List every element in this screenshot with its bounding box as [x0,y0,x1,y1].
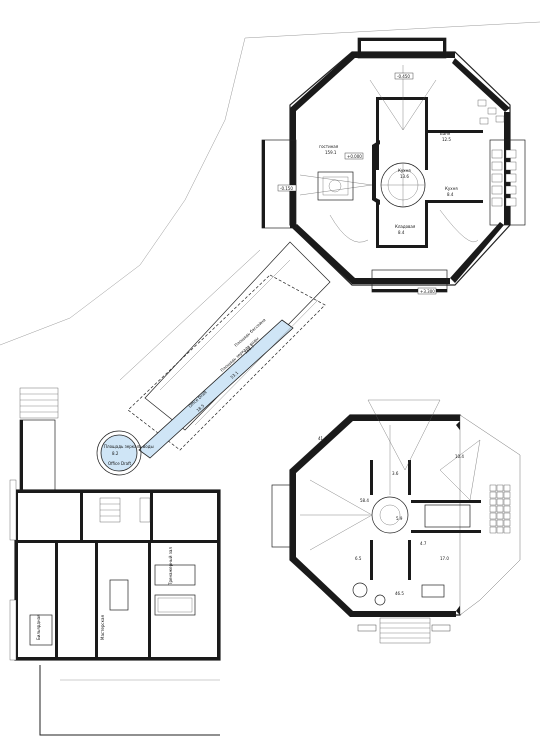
elev-3: +3.300 [420,289,435,294]
area-living: 159.1 [325,150,337,155]
area-lower-2: 3.6 [392,471,399,476]
area-lower-6: 6.5 [355,556,362,561]
lower-left-building: Бильярдная Мастерская Тренажерный зал [9,387,221,736]
label-left2: Мастерская [100,615,105,640]
area-storage: 8.4 [398,230,405,235]
label-tech: Кухня [445,186,458,191]
label-bath: Баня [440,131,451,136]
area-lower-8: 10.4 [455,454,464,459]
label-round: Площадь зеркала воды [104,444,154,449]
upper-octagon-building: гостиная 159.1 Кухня 13.6 Баня 12.5 Клад… [261,37,526,295]
area-tech: 8.4 [447,192,454,197]
area-pool-area: 53.1 [229,370,239,380]
area-canteen: 13.6 [400,174,409,179]
area-lower-5: 17.0 [440,556,449,561]
pool-gallery: Площадь бассейна 168.7 Площадь зеркала в… [96,241,331,476]
area-pool-hall: 168.7 [243,343,255,355]
area-lower-4: 4.7 [420,541,427,546]
lower-octagon-building: 58.4 3.6 5.9 4.7 17.0 6.5 46.5 10.4 41.4 [271,399,521,644]
elev-2: -0.450 [397,74,410,79]
area-lower-1: 58.4 [360,498,369,503]
elev-1: +0.000 [347,154,362,159]
area-bath: 12.5 [442,137,451,142]
site-boundary [0,21,540,346]
label-living: гостиная [319,144,339,149]
label-storage: Кладовая [395,224,416,229]
label-canteen: Кухня [398,168,411,173]
area-round: 8.2 [112,451,119,456]
area-lower-3: 5.9 [396,516,403,521]
label-left1: Бильярдная [36,614,41,640]
label-office-b: Office Draft [108,461,131,466]
elev-4: -0.150 [280,186,293,191]
area-lower-7: 46.5 [395,591,404,596]
label-left3: Тренажерный зал [168,547,173,586]
area-lower-9: 41.4 [318,436,327,441]
area-office-a: 18.5 [195,403,205,413]
